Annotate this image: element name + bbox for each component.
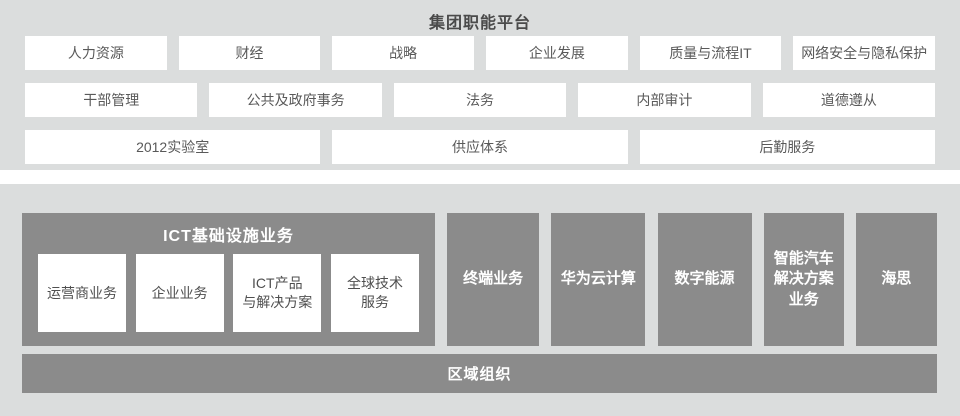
- business-group-ict-infrastructure: ICT基础设施业务 运营商业务 企业业务 ICT产品 与解决方案 全球技术 服务: [22, 213, 435, 346]
- subgroup-enterprise: 企业业务: [135, 254, 224, 332]
- business-group-intelligent-automotive: 智能汽车 解决方案 业务: [763, 213, 844, 346]
- function-box-legal: 法务: [393, 83, 567, 117]
- business-groups-section: ICT基础设施业务 运营商业务 企业业务 ICT产品 与解决方案 全球技术 服务…: [0, 184, 960, 416]
- function-box-quality-it: 质量与流程IT: [639, 36, 782, 70]
- function-box-supply-chain: 供应体系: [332, 130, 628, 164]
- function-box-corp-dev: 企业发展: [486, 36, 628, 70]
- functions-row-1: 人力资源 财经 战略 企业发展 质量与流程IT 网络安全与隐私保护: [25, 36, 936, 70]
- group-functions-section: 集团职能平台 人力资源 财经 战略 企业发展 质量与流程IT 网络安全与隐私保护…: [0, 0, 960, 170]
- business-group-digital-power: 数字能源: [657, 213, 752, 346]
- section-divider: [0, 170, 960, 184]
- subgroup-ict-products-solutions: ICT产品 与解决方案: [233, 254, 322, 332]
- ict-group-title: ICT基础设施业务: [163, 228, 294, 245]
- ict-subgroups: 运营商业务 企业业务 ICT产品 与解决方案 全球技术 服务: [22, 254, 435, 332]
- function-box-strategy: 战略: [332, 36, 475, 70]
- function-box-public-affairs: 公共及政府事务: [209, 83, 382, 117]
- function-box-logistics: 后勤服务: [639, 130, 935, 164]
- regional-organizations-bar: 区域组织: [22, 354, 937, 393]
- functions-row-2: 干部管理 公共及政府事务 法务 内部审计 道德遵从: [25, 83, 936, 117]
- function-box-security-privacy: 网络安全与隐私保护: [793, 36, 936, 70]
- business-group-cloud: 华为云计算: [551, 213, 646, 346]
- business-row: ICT基础设施业务 运营商业务 企业业务 ICT产品 与解决方案 全球技术 服务…: [22, 213, 937, 346]
- functions-row-3: 2012实验室 供应体系 后勤服务: [25, 130, 935, 164]
- business-group-hisilicon: 海思: [855, 213, 937, 346]
- function-box-cadre-mgmt: 干部管理: [25, 83, 198, 117]
- business-group-consumer: 终端业务: [447, 213, 540, 346]
- function-box-internal-audit: 内部审计: [578, 83, 751, 117]
- function-box-hr: 人力资源: [25, 36, 167, 70]
- section-title-platform: 集团职能平台: [428, 15, 531, 32]
- function-box-2012-labs: 2012实验室: [25, 130, 321, 164]
- function-box-finance: 财经: [178, 36, 321, 70]
- subgroup-global-technical-services: 全球技术 服务: [330, 254, 419, 332]
- subgroup-carrier: 运营商业务: [38, 254, 126, 332]
- function-box-ethics: 道德遵从: [762, 83, 936, 117]
